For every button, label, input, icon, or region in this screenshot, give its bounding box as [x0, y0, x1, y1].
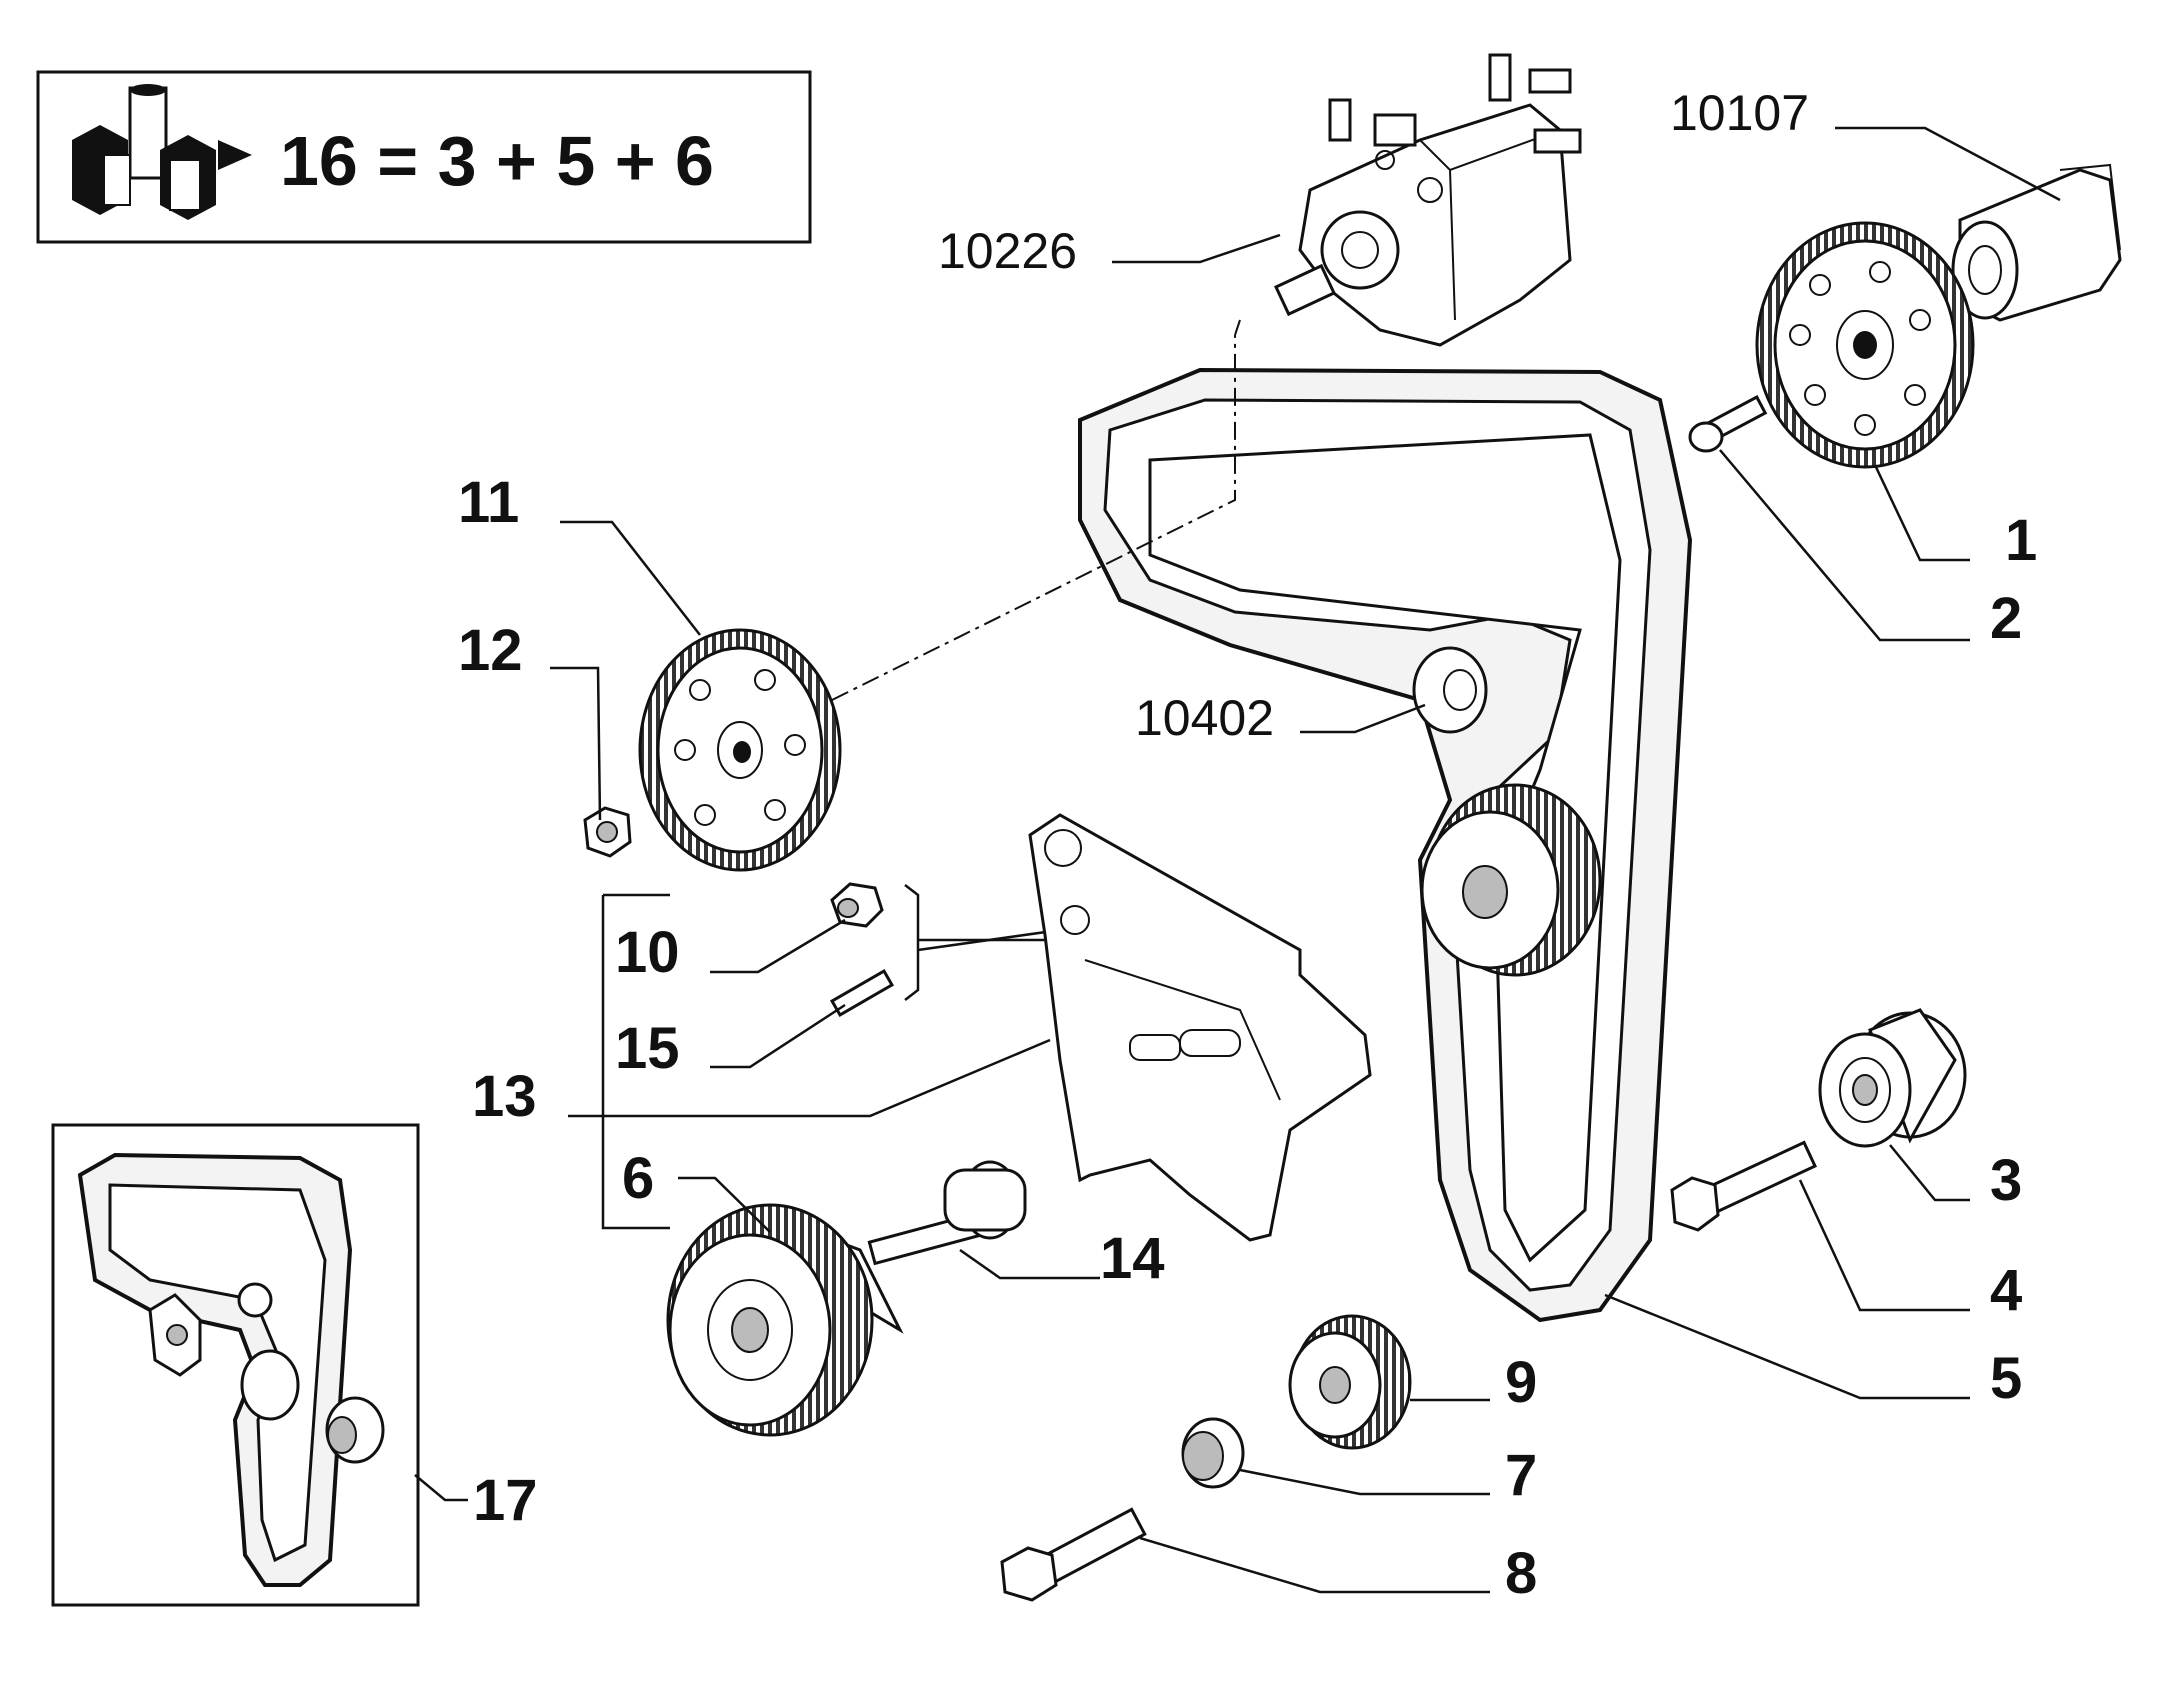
- stud-bolt: [829, 969, 895, 1017]
- belt-idler-10402: [1412, 646, 1488, 734]
- callout-11: 11: [458, 470, 519, 535]
- ref-10107: 10107: [1670, 85, 1809, 141]
- callout-8: 8: [1505, 1541, 1537, 1606]
- callout-13: 13: [472, 1064, 537, 1129]
- tensioner-pulley: [666, 1203, 904, 1437]
- gear-bolt: [1688, 395, 1768, 453]
- callout-14: 14: [1100, 1226, 1165, 1291]
- callout-2: 2: [1990, 586, 2022, 651]
- ref-10402: 10402: [1135, 690, 1274, 746]
- callout-5: 5: [1990, 1346, 2022, 1411]
- camshaft-gear: [1755, 221, 1975, 469]
- idler-pulley: [1288, 1314, 1412, 1450]
- callout-7: 7: [1505, 1443, 1537, 1508]
- kit-box: 16 = 3 + 5 + 6: [36, 70, 812, 244]
- fiat-parts-kit-icon: [72, 84, 252, 220]
- callout-1: 1: [2005, 508, 2037, 573]
- hex-nut: [830, 882, 884, 928]
- adjusting-bolt: [867, 1160, 1027, 1266]
- tensioner-bracket: [1028, 813, 1372, 1242]
- callout-4: 4: [1990, 1258, 2022, 1323]
- spacer-bushing: [1181, 1417, 1245, 1489]
- callout-12: 12: [458, 618, 523, 683]
- pulley-bolt: [1000, 1507, 1147, 1602]
- callout-15: 15: [615, 1016, 680, 1081]
- callout-17: 17: [473, 1468, 538, 1533]
- belt-tensioner-pulley: [1420, 783, 1602, 977]
- idler-roller: [1818, 1008, 1967, 1148]
- timing-belt: [1078, 367, 1693, 1323]
- callout-6: 6: [622, 1146, 654, 1211]
- injection-pump: [1274, 53, 1582, 347]
- leader-lines: [414, 126, 2061, 1594]
- injection-pump-gear: [638, 628, 842, 872]
- idler-bolt: [1670, 1140, 1818, 1232]
- callout-3: 3: [1990, 1148, 2022, 1213]
- inset-kit-17: [51, 1123, 420, 1607]
- ref-10226: 10226: [938, 223, 1077, 279]
- kit-formula: 16 = 3 + 5 + 6: [280, 122, 714, 200]
- camshaft: [1951, 163, 2122, 322]
- flange-nut: [583, 806, 632, 858]
- callout-10: 10: [615, 920, 680, 985]
- callout-9: 9: [1505, 1350, 1537, 1415]
